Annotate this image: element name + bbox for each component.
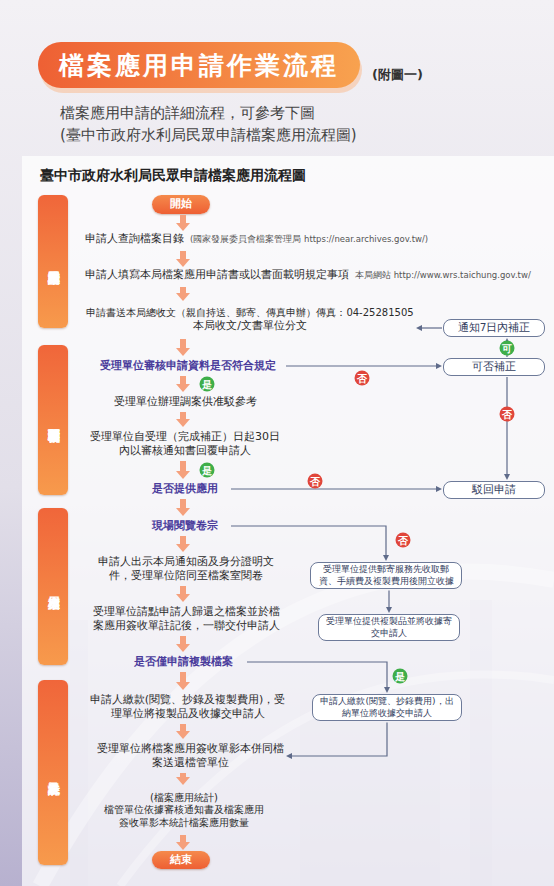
edge-label: 可 (500, 341, 515, 356)
flow-arrow (180, 586, 186, 594)
node-text: 受理單位自受理（完成補正）日起30日內以審核通知書回覆申請人 (85, 430, 285, 459)
node-text: 開始 (170, 197, 192, 211)
side-box: 申請人繳款(閱覽、抄錄費用)，出納單位將收據交申請人 (312, 694, 462, 721)
flow-arrow (180, 499, 186, 508)
node-text: 是否提供應用 (152, 482, 218, 496)
edge-label: 否 (500, 407, 515, 422)
chart-title: 臺中市政府水利局民眾申請檔案應用流程圖 (40, 167, 306, 185)
flow-arrow (180, 376, 186, 384)
edge-label: 否 (308, 474, 323, 489)
flow-arrow (180, 672, 186, 682)
flow-arrow (180, 461, 186, 471)
edge-label: 是 (393, 669, 408, 684)
page-title: 檔案應用申請作業流程 (38, 42, 360, 88)
side-box: 駁回申請 (443, 481, 545, 499)
side-box: 受理單位提供郵寄服務先收取郵資、手續費及複製費用後開立收據 (310, 562, 462, 589)
process-step: 申請人查詢檔案目錄 (國家發展委員會檔案管理局 https://near.arch… (85, 232, 505, 250)
node-text: 受理單位請點申請人歸還之檔案並於檔案應用簽收單註記後，一聯交付申請人 (88, 605, 284, 634)
node-text: 駁回申請 (472, 483, 516, 497)
flow-arrow (180, 339, 186, 348)
node-text: 通知7日內補正 (458, 321, 531, 335)
side-box: 可否補正 (443, 358, 545, 376)
node-text: 申請人繳款(閱覽、抄錄及複製費用)，受理單位將複製品及收據交申請人 (85, 693, 290, 722)
side-box: 通知7日內補正 (443, 319, 545, 337)
flow-arrow (180, 536, 186, 544)
node-text: 本局網站 http://www.wrs.taichung.gov.tw/ (355, 270, 531, 281)
process-step: 申請人繳款(閱覽、抄錄及複製費用)，受理單位將複製品及收據交申請人 (85, 691, 290, 723)
flow-arrow (292, 722, 387, 756)
flow-arrow (231, 488, 436, 489)
node-text: 受理單位提供郵寄服務先收取郵資、手續費及複製費用後開立收據 (315, 564, 457, 587)
flow-arrow (180, 773, 186, 777)
flow-arrow (286, 365, 436, 366)
title-banner (38, 42, 360, 88)
lane-band: 民眾申請檔案應用服務 (38, 195, 68, 328)
node-text: 申請書送本局總收文（親自持送、郵寄、傳真申辦）傳真：04-25281505 (86, 306, 413, 319)
node-text: 檔管單位依據審核通知書及檔案應用簽收單影本統計檔案應用數量 (100, 804, 268, 829)
terminal-pill: 開始 (152, 195, 210, 214)
node-text: 受理單位審核申請資料是否符合規定 (100, 359, 276, 373)
decision-text: 是否僅申請複製檔案 (120, 653, 246, 671)
process-step: 受理單位請點申請人歸還之檔案並於檔案應用簽收單註記後，一聯交付申請人 (88, 603, 284, 635)
node-text: 申請人填寫本局檔案應用申請書或以書面載明規定事項 (85, 268, 349, 282)
node-text: 是否僅申請複製檔案 (134, 655, 233, 669)
edge-label: 是 (200, 463, 215, 478)
node-text: 受理單位提供複製品並將收據寄交申請人 (323, 616, 455, 639)
decision-text: 受理單位審核申請資料是否符合規定 (90, 357, 285, 375)
node-text: (檔案應用統計) (150, 791, 218, 804)
flow-arrow (180, 636, 186, 644)
flow-arrow (506, 377, 507, 474)
node-text: 可否補正 (472, 360, 516, 374)
edge-label: 否 (355, 371, 370, 386)
flow-arrow (180, 215, 186, 223)
lane-band: 還卷及統計 (38, 680, 68, 865)
edge-label: 否 (396, 533, 411, 548)
node-text: 受理單位將檔案應用簽收單影本併同檔案送還檔管單位 (95, 742, 285, 771)
process-step: 受理單位自受理（完成補正）日起30日內以審核通知書回覆申請人 (85, 428, 285, 460)
flow-arrow (180, 287, 186, 293)
node-text: 申請人出示本局通知函及身分證明文件，受理單位陪同至檔案室閱卷 (92, 555, 280, 584)
figure-number: (附圖一) (372, 66, 423, 84)
flow-arrow (231, 526, 386, 555)
node-text: 現場閱覽卷宗 (152, 519, 218, 533)
process-step: 申請人出示本局通知函及身分證明文件，受理單位陪同至檔案室閱卷 (92, 553, 280, 585)
node-text: 結束 (170, 853, 192, 867)
process-step: 受理單位辦理調案供准駁參考 (100, 393, 270, 411)
process-step: (檔案應用統計)檔管單位依據審核通知書及檔案應用簽收單影本統計檔案應用數量 (100, 786, 268, 834)
flow-arrow (422, 327, 442, 328)
node-text: 申請人繳款(閱覽、抄錄費用)，出納單位將收據交申請人 (317, 696, 457, 719)
flow-arrow (247, 662, 387, 687)
lane-band: 應用檔案 (38, 508, 68, 665)
flow-arrow (180, 251, 186, 259)
chart-card (22, 156, 554, 886)
intro-text: 檔案應用申請的詳細流程，可參考下圖 (60, 104, 315, 123)
intro-text: (臺中市政府水利局民眾申請檔案應用流程圖) (60, 126, 357, 145)
node-text: 申請人查詢檔案目錄 (85, 232, 184, 246)
node-text: (國家發展委員會檔案管理局 https://near.archives.gov.… (190, 234, 428, 245)
side-box: 受理單位提供複製品並將收據寄交申請人 (318, 614, 460, 641)
flow-arrow (180, 835, 186, 842)
node-text: 受理單位辦理調案供准駁參考 (114, 395, 257, 409)
terminal-pill: 結束 (152, 851, 210, 869)
node-text: 本局收文/文書單位分文 (193, 319, 307, 333)
process-step: 申請書送本局總收文（親自持送、郵寄、傳真申辦）傳真：04-25281505本局收… (85, 302, 415, 338)
process-step: 受理單位將檔案應用簽收單影本併同檔案送還檔管單位 (95, 740, 285, 772)
lane-band: 機關審核及書面回覆 (38, 345, 68, 495)
flow-arrow (180, 412, 186, 419)
edge-label: 是 (200, 377, 215, 392)
process-step: 申請人填寫本局檔案應用申請書或以書面載明規定事項本局網站 http://www.… (85, 268, 553, 286)
flow-arrow (388, 590, 389, 607)
decision-text: 現場閱覽卷宗 (140, 517, 230, 535)
flow-arrow (180, 724, 186, 731)
decision-text: 是否提供應用 (140, 480, 230, 498)
